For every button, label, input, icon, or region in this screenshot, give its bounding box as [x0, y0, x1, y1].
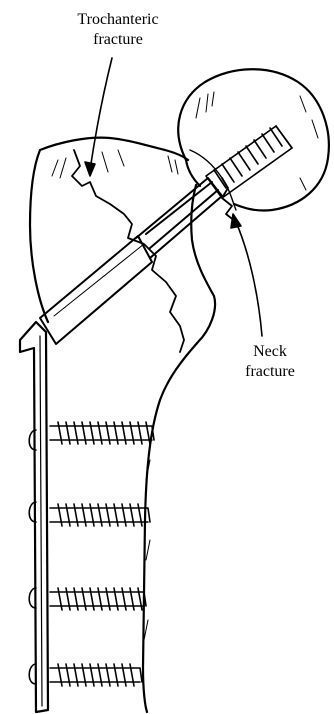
neck-label-line-1: Neck [230, 342, 310, 362]
neck-arrowhead [231, 214, 241, 228]
lag-screw-shaft [136, 178, 222, 258]
neck-fracture-label: Neck fracture [230, 342, 310, 382]
cortical-screw-1 [50, 422, 154, 444]
side-plate-edge [40, 336, 42, 706]
barrel-sleeve [40, 236, 152, 344]
neck-label-line-2: fracture [230, 362, 310, 382]
side-plate [20, 322, 48, 712]
trochanteric-fracture-line [72, 150, 184, 352]
cortical-screw-3 [50, 588, 146, 610]
head-shading [196, 92, 318, 190]
trochanteric-label-line-1: Trochanteric [58, 10, 178, 30]
cortical-screw-4 [50, 664, 142, 686]
trochanteric-fracture-label: Trochanteric fracture [58, 10, 178, 50]
neck-leader-line [236, 222, 262, 336]
lag-screw-threads [206, 126, 292, 198]
trochanteric-arrowhead [85, 162, 95, 176]
trochanteric-leader-line [90, 58, 112, 170]
trochanter-shading [52, 150, 178, 178]
trochanteric-label-line-2: fracture [58, 30, 178, 50]
cortical-screw-2 [50, 504, 150, 526]
